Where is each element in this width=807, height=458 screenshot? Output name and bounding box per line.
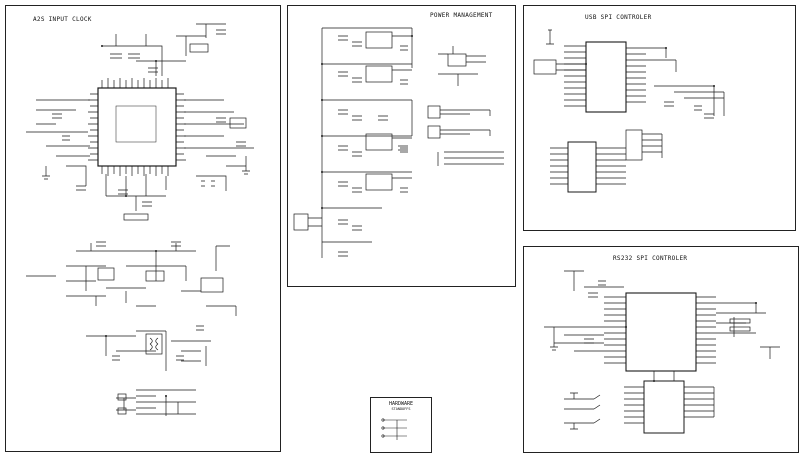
- sheet-title-rs232: RS232 SPI CONTROLER: [613, 255, 688, 262]
- sheet-a2s-input-clock: A2S INPUT CLOCK: [5, 5, 281, 452]
- sheet-title-a2s: A2S INPUT CLOCK: [33, 16, 92, 23]
- sheet-rs232-spi-controller: RS232 SPI CONTROLER: [523, 246, 799, 453]
- sheet-power-management: POWER MANAGEMENT: [287, 5, 516, 287]
- sheet-title-hardware: HARDWARE: [388, 401, 414, 407]
- schematic-usb: [533, 29, 725, 193]
- schematic-a2s: [26, 23, 254, 416]
- schematic-hardware: [381, 418, 407, 440]
- sheet-hardware: HARDWARE STANDOFFS: [370, 397, 432, 453]
- sheet-title-usb: USB SPI CONTROLER: [585, 14, 652, 21]
- schematic-rs232: [544, 270, 780, 434]
- sheet-title-power: POWER MANAGEMENT: [430, 12, 493, 19]
- schematic-power: [293, 27, 504, 258]
- sheet-subtitle-hardware: STANDOFFS: [391, 407, 411, 411]
- sheet-usb-spi-controller: USB SPI CONTROLER: [523, 5, 796, 231]
